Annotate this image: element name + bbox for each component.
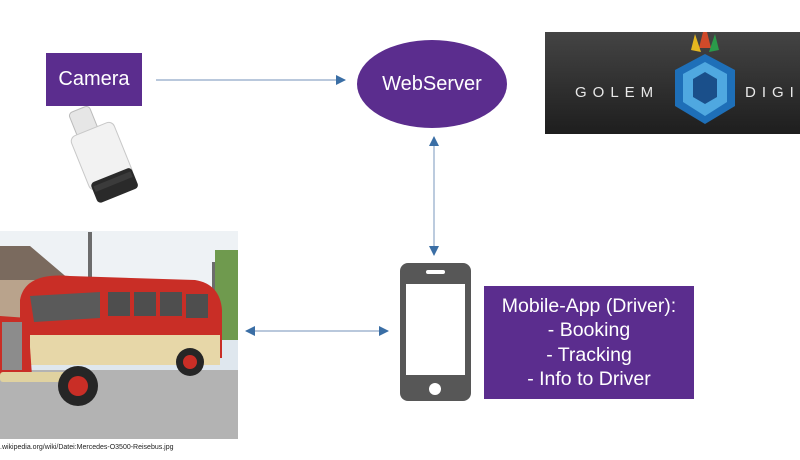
logo-text-left: GOLEM xyxy=(575,84,660,101)
camera-box: Camera xyxy=(46,53,142,106)
golem-digital-logo: GOLEM DIGIT xyxy=(545,32,800,134)
mobile-app-item-info: - Info to Driver xyxy=(527,368,651,390)
webserver-node: WebServer xyxy=(357,40,507,128)
image-credit: .wikipedia.org/wiki/Datei:Mercedes-O3500… xyxy=(0,444,174,451)
mobile-app-title: Mobile-App (Driver): xyxy=(501,294,677,317)
webserver-label: WebServer xyxy=(382,72,482,95)
golem-gd-logo-icon xyxy=(675,32,735,124)
logo-text-right: DIGIT xyxy=(745,84,800,101)
mobile-app-box: Mobile-App (Driver): - Booking - Trackin… xyxy=(484,286,694,399)
mobile-app-item-booking: - Booking xyxy=(547,319,631,341)
camera-label: Camera xyxy=(58,68,130,90)
mobile-app-item-tracking: - Tracking xyxy=(546,343,632,366)
